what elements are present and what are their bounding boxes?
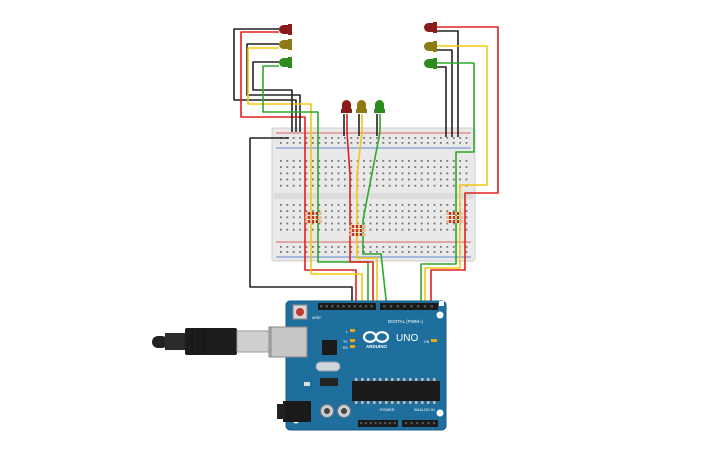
- tx-label: TX: [343, 340, 348, 344]
- on-label: ON: [424, 340, 430, 344]
- led-icon[interactable]: [341, 100, 352, 113]
- led-icon[interactable]: [424, 22, 437, 33]
- wires: [233, 26, 499, 309]
- arduino-infinity-icon: [362, 331, 390, 343]
- led-icon[interactable]: [279, 57, 292, 68]
- wire-green-left-down: [317, 132, 369, 308]
- power-analog-header[interactable]: [358, 420, 438, 427]
- wire-green-mid: [362, 114, 388, 309]
- resistor: [349, 225, 366, 236]
- atmega-chip: [352, 381, 440, 401]
- aref-label: AREF: [312, 316, 321, 320]
- power-label: POWER: [380, 408, 395, 412]
- led-icon[interactable]: [356, 100, 367, 113]
- wire-black-right-3: [434, 66, 447, 137]
- wire-red-mid: [346, 114, 374, 308]
- leds: [279, 22, 437, 113]
- breadboard[interactable]: [271, 127, 476, 262]
- led-icon[interactable]: [424, 58, 437, 69]
- wire-yellow-left: [247, 47, 312, 132]
- resistor: [305, 212, 322, 223]
- wire-black-left-3: [252, 61, 293, 132]
- resistor: [446, 212, 463, 223]
- power-jack: [283, 401, 311, 422]
- led-icon[interactable]: [279, 24, 292, 35]
- wire-red-left-down: [304, 132, 357, 308]
- digital-label: DIGITAL (PWM~): [388, 319, 423, 324]
- model-label: UNO: [396, 333, 418, 344]
- wire-yellow-mid: [356, 114, 378, 308]
- usb-b-port: [270, 326, 308, 358]
- resistors: [305, 212, 463, 236]
- wire-green-right: [420, 62, 475, 308]
- wire-yellow-left-down: [310, 132, 363, 308]
- wire-red-left: [240, 31, 306, 132]
- wire-black-right-2: [434, 49, 453, 137]
- wire-black-left-2: [246, 43, 301, 132]
- wire-black-left-gnd: [233, 28, 297, 132]
- chip-pins: [355, 378, 436, 404]
- digital-header[interactable]: [318, 303, 438, 310]
- led-icon[interactable]: [279, 39, 292, 50]
- analog-label: ANALOG IN: [414, 408, 435, 412]
- arduino-uno-board[interactable]: DIGITAL (PWM~) AREF ARDUINO UNO L TX RX …: [270, 300, 447, 431]
- wire-green-left: [262, 65, 319, 132]
- led-icon[interactable]: [374, 100, 385, 113]
- crystal: [315, 361, 341, 372]
- wire-red-right: [430, 26, 499, 308]
- l-label: L: [346, 330, 348, 334]
- wire-black-gnd: [249, 137, 353, 308]
- wire-black-right-1: [434, 30, 459, 137]
- wire-yellow-right: [424, 45, 488, 308]
- usb-chip: [322, 340, 337, 355]
- led-icon[interactable]: [424, 41, 437, 52]
- rx-label: RX: [343, 346, 349, 350]
- brand-label: ARDUINO: [366, 344, 387, 349]
